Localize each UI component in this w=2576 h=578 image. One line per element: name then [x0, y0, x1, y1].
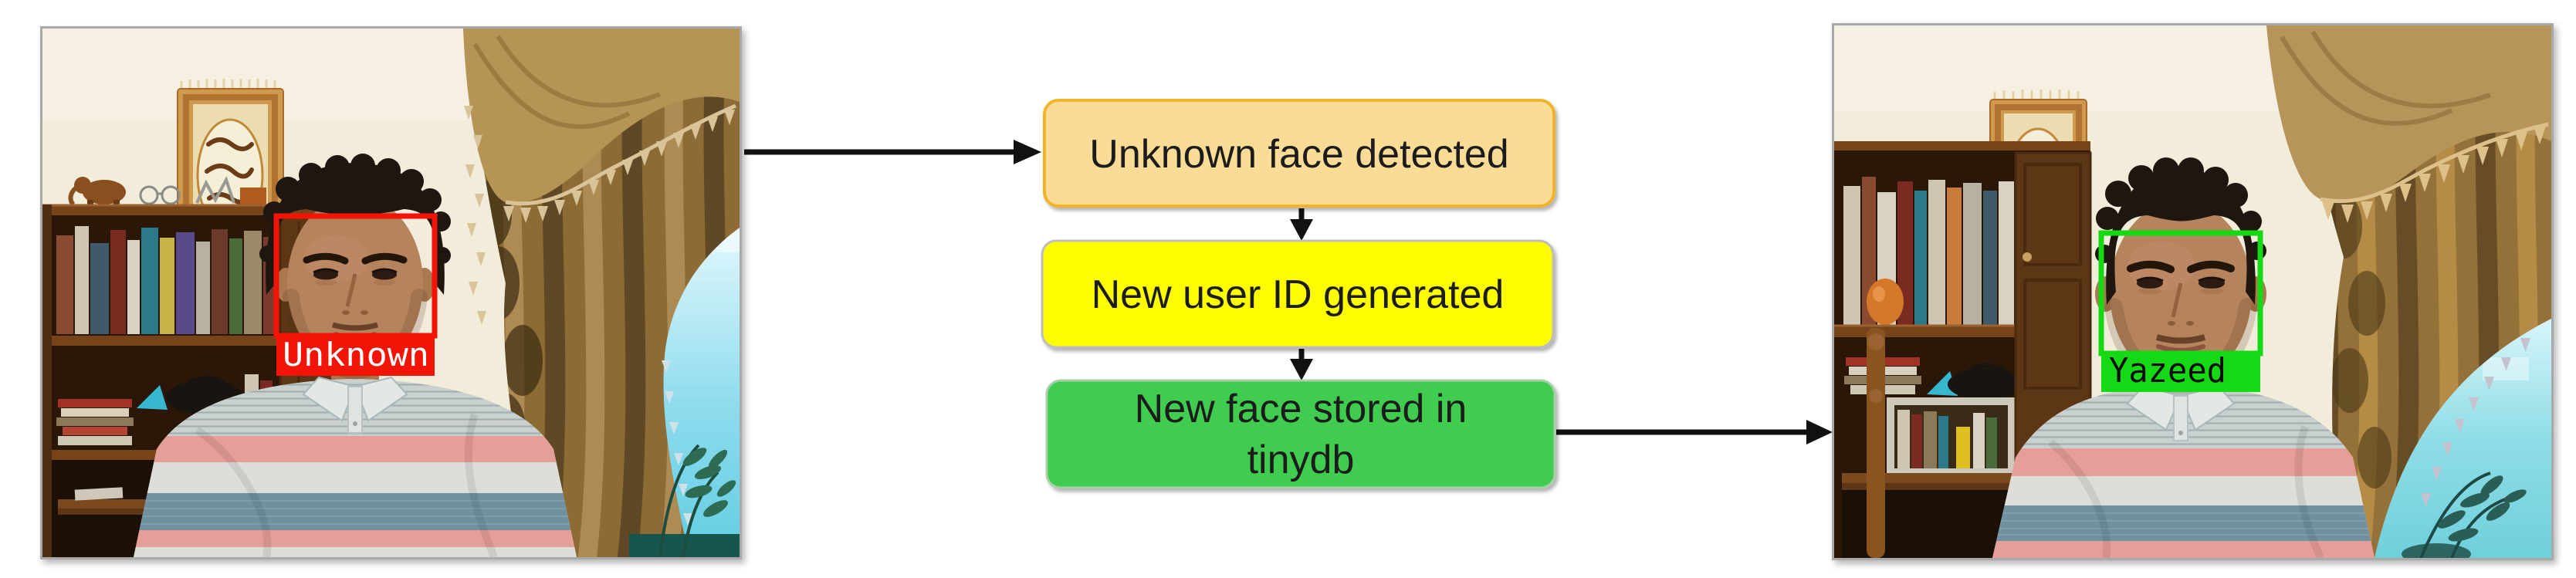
- step-2-box: [1041, 239, 1555, 349]
- right-webcam-scene: Yazeed: [1834, 25, 2551, 558]
- shelf-top-ornaments: [68, 175, 266, 207]
- black-bag: [1948, 369, 2022, 400]
- nose: [2171, 282, 2183, 318]
- swag-fringe: [503, 110, 735, 223]
- step-1-label: Unknown face detected: [1089, 132, 1508, 177]
- head: [2095, 157, 2266, 395]
- plant: [629, 444, 740, 557]
- left-webcam-photo: Unknown: [40, 26, 742, 559]
- placket: [2173, 395, 2188, 441]
- face-label-text: Unknown: [283, 336, 429, 374]
- hair: [266, 163, 445, 295]
- face: [287, 195, 423, 371]
- collar-left: [2126, 385, 2182, 431]
- left-eye: [313, 269, 338, 280]
- yellow-bottle: [1956, 427, 1970, 468]
- cyan-object: [1927, 371, 1958, 396]
- face-label-background: [276, 336, 435, 376]
- chair-post: [1867, 328, 1885, 558]
- window-fringe: [662, 360, 692, 526]
- step-3-box: [1045, 379, 1556, 489]
- collar-right: [354, 376, 408, 422]
- curls: [2095, 157, 2266, 263]
- face-label-text: Yazeed: [2109, 351, 2226, 390]
- metal-sculpture: [195, 175, 235, 204]
- step-3-label-line1: New face stored in: [1135, 387, 1467, 431]
- left-eye: [2137, 278, 2163, 289]
- eyebrows: [2127, 260, 2235, 273]
- cyan-object: [137, 385, 168, 410]
- face-detection-overlay: Unknown: [273, 213, 438, 376]
- collar-left: [302, 376, 357, 422]
- books-row-1: [1843, 177, 2014, 325]
- arrow-photo-to-step1: [744, 140, 1041, 164]
- face-label-background: [2101, 353, 2260, 392]
- step-3-label-line2: tinydb: [1247, 438, 1355, 482]
- arrow-step1-to-step2: [1290, 208, 1313, 241]
- right-eye: [2199, 278, 2225, 289]
- step-2: New user ID generated: [1041, 239, 1555, 349]
- eyeglasses: [139, 185, 181, 205]
- right-webcam-photo: Yazeed: [1832, 23, 2554, 560]
- face-detection-overlay: Yazeed: [2098, 230, 2263, 392]
- lips: [2156, 344, 2205, 353]
- mustache: [332, 322, 378, 331]
- plant: [2402, 472, 2527, 558]
- damask-pattern: [2325, 194, 2392, 488]
- step-1-box: [1043, 99, 1555, 208]
- arrow-step3-to-photo: [1556, 420, 1833, 444]
- step-2-label: New user ID generated: [1092, 272, 1505, 317]
- tassel-string: [464, 106, 486, 325]
- eyebrows: [303, 252, 408, 265]
- small-shelf: [1887, 397, 2016, 473]
- curtain-swag: [2266, 25, 2551, 202]
- curtain: [2266, 25, 2551, 558]
- swag-fringe: [2322, 126, 2546, 223]
- arrow-step2-to-step3: [1290, 349, 1313, 380]
- orange-vase: [1867, 279, 1904, 325]
- mustache: [2155, 334, 2206, 344]
- left-webcam-scene: Unknown: [42, 29, 740, 557]
- curls: [259, 154, 451, 264]
- step-1: Unknown face detected: [1043, 99, 1555, 208]
- hair: [2106, 167, 2256, 305]
- small-box: [240, 188, 266, 204]
- right-eye: [372, 269, 397, 280]
- window-fringe: [2421, 338, 2530, 507]
- curtain: [463, 29, 740, 557]
- step-3: New face stored in tinydb: [1045, 379, 1556, 489]
- nose: [345, 273, 357, 307]
- placket: [347, 386, 363, 434]
- curtain-swag: [463, 29, 740, 203]
- collar-right: [2179, 385, 2236, 431]
